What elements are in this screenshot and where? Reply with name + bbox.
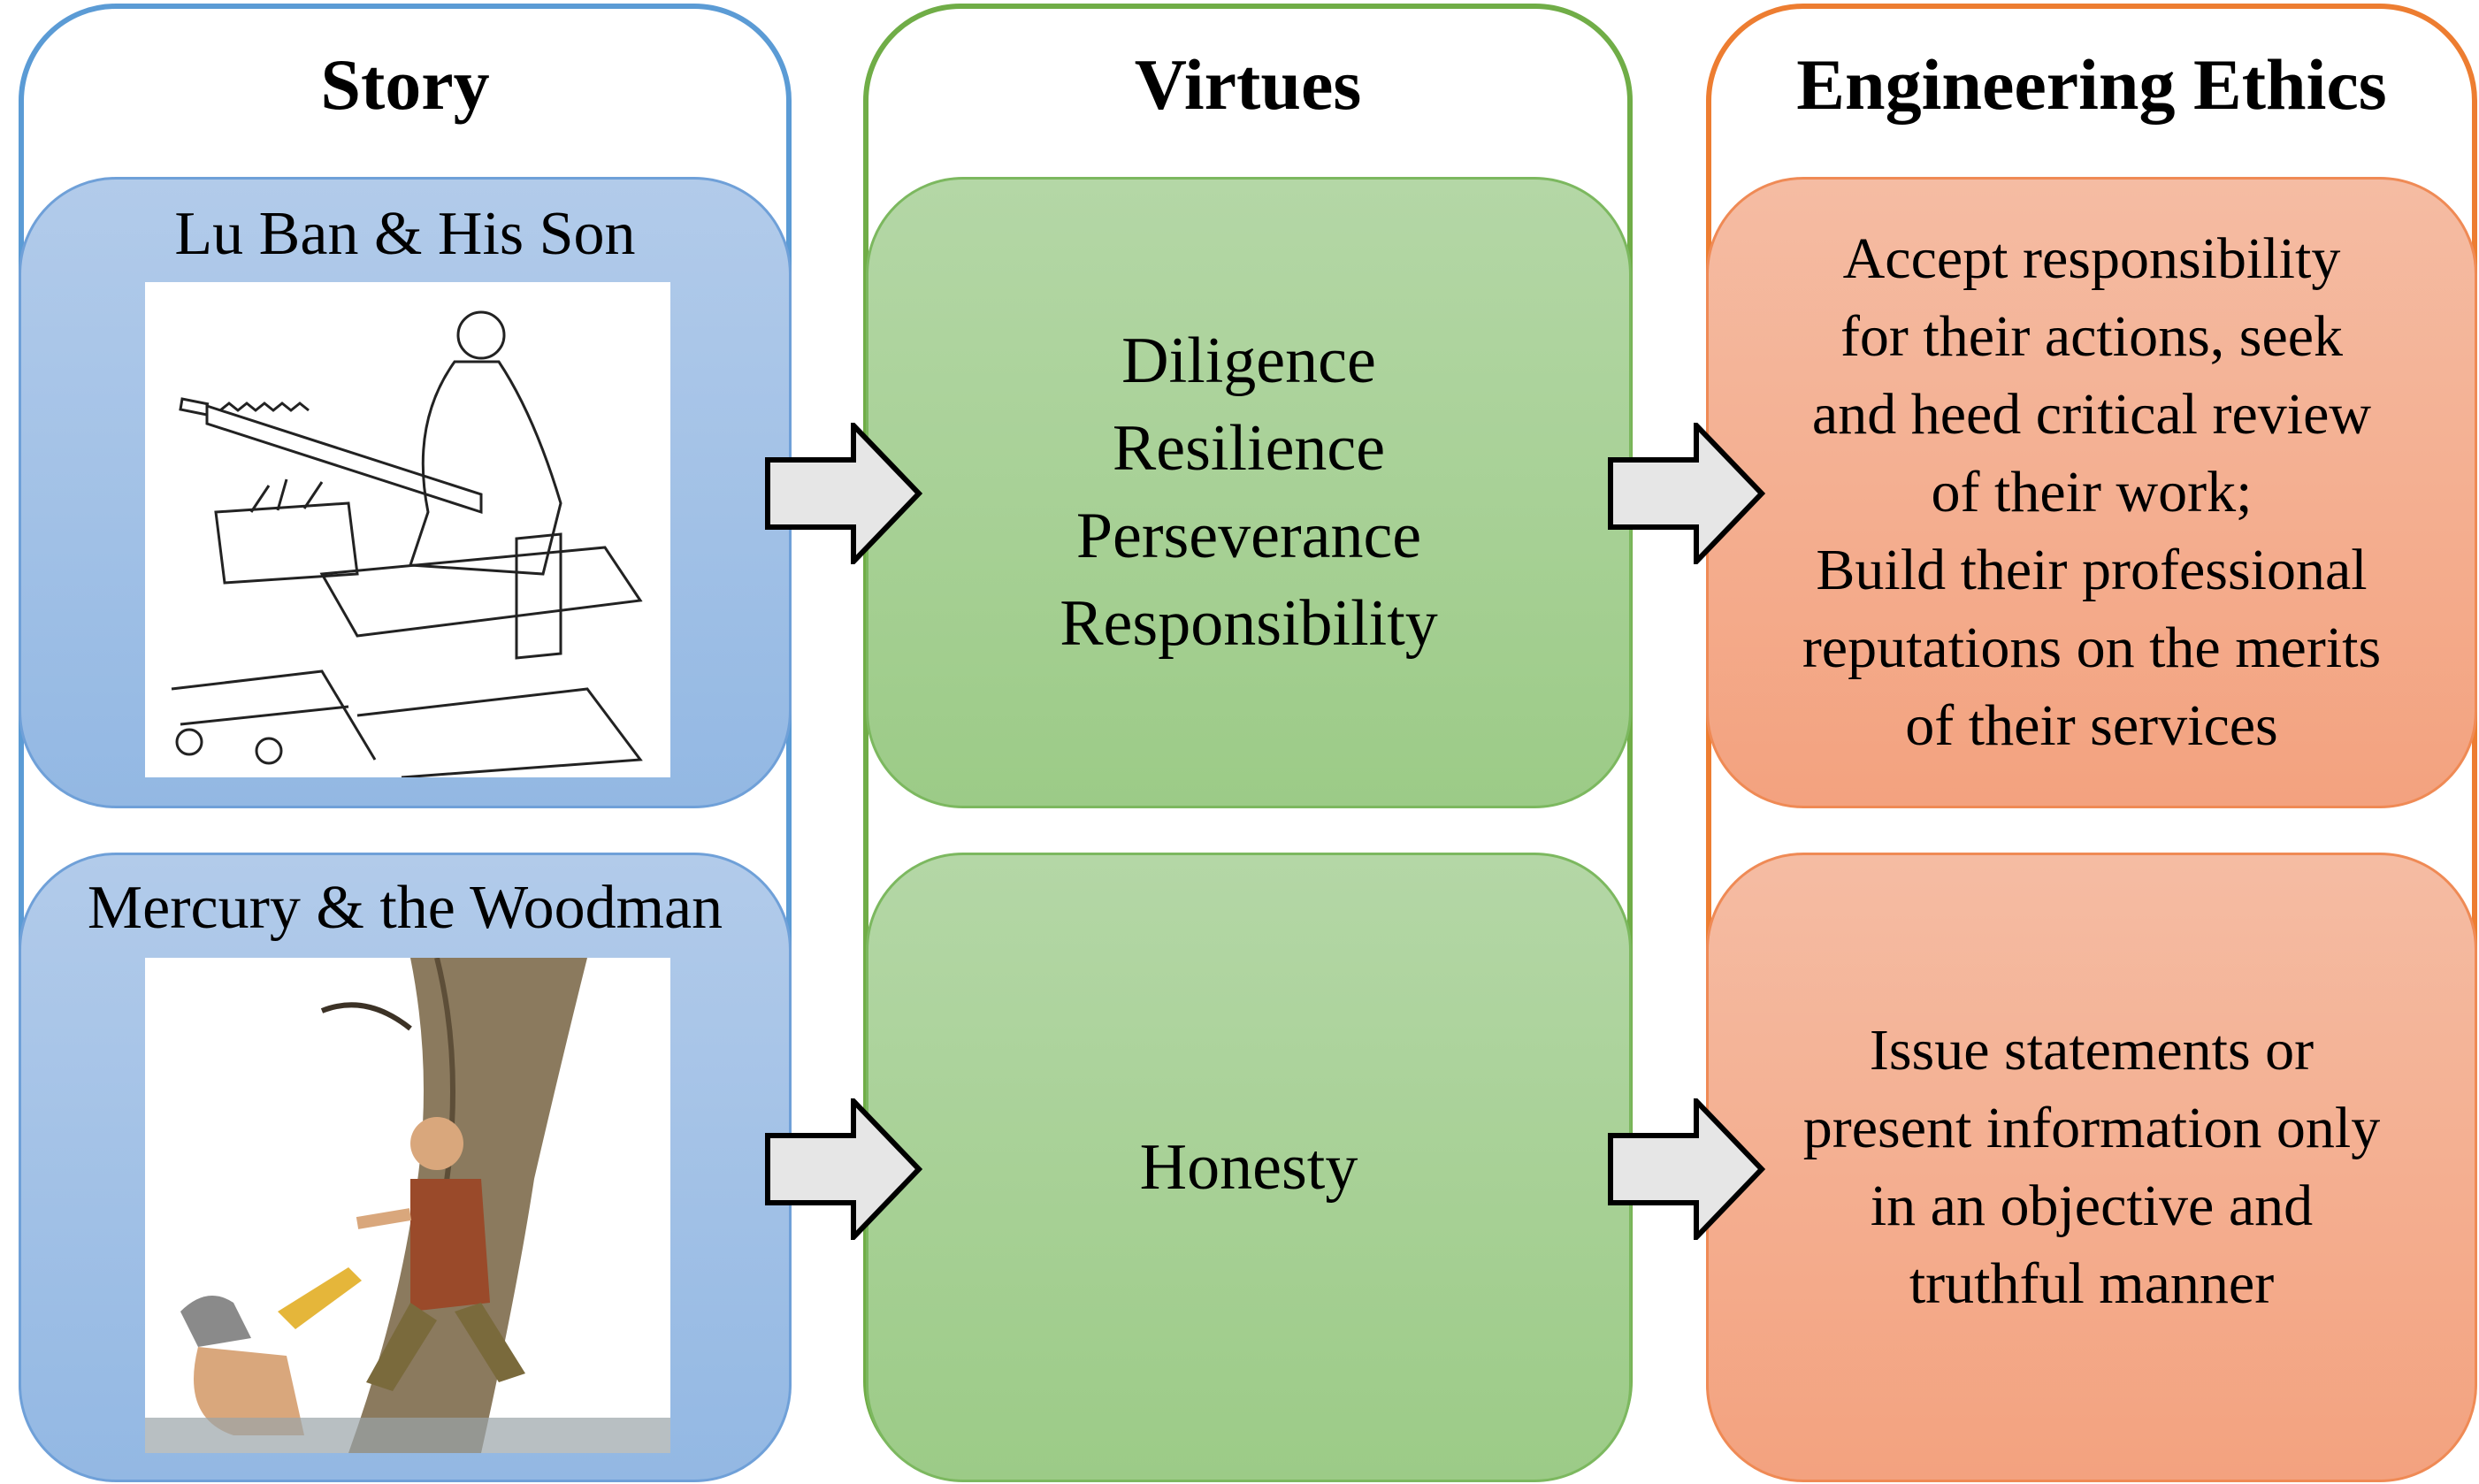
ethics-line: Accept responsibility — [1842, 226, 2341, 291]
virtues-list: Diligence Resilience Perseverance Respon… — [868, 180, 1629, 806]
ethics-line: for their actions, seek — [1840, 304, 2344, 369]
virtue-item: Perseverance — [1075, 500, 1422, 572]
arrow-right-icon — [765, 423, 922, 564]
ethics-box-honesty: Issue statements or present information … — [1706, 853, 2477, 1482]
virtue-item: Responsibility — [1060, 587, 1438, 660]
virtues-list: Honesty — [868, 855, 1629, 1480]
arrow-right-icon — [1608, 423, 1765, 564]
virtues-column-title: Virtues — [1134, 44, 1362, 125]
arrow-right-icon — [1608, 1098, 1765, 1240]
ethics-line: Build their professional — [1816, 538, 2368, 602]
ethics-statement: Issue statements or present information … — [1709, 855, 2475, 1480]
story-title: Lu Ban & His Son — [174, 200, 636, 268]
ethics-statement: Accept responsibility for their actions,… — [1709, 180, 2475, 806]
story-column-title: Story — [320, 44, 490, 125]
ethics-line: truthful manner — [1909, 1251, 2275, 1316]
ethics-line: Issue statements or — [1869, 1018, 2314, 1082]
virtue-item: Resilience — [1112, 412, 1386, 485]
ethics-line: present information only — [1802, 1096, 2381, 1160]
story-box-lu-ban: Lu Ban & His Son — [19, 177, 792, 808]
virtue-item: Honesty — [1139, 1130, 1358, 1204]
ethics-line: and heed critical review — [1811, 382, 2372, 447]
virtue-item: Diligence — [1121, 325, 1376, 397]
story-box-mercury: Mercury & the Woodman — [19, 853, 792, 1482]
ethics-column-title: Engineering Ethics — [1796, 44, 2387, 125]
mercury-woodman-illustration — [145, 957, 670, 1453]
ethics-line: reputations on the merits — [1802, 616, 2382, 680]
virtues-box-honesty: Honesty — [866, 853, 1632, 1482]
ethics-line: of their services — [1905, 693, 2278, 758]
lu-ban-illustration — [145, 282, 670, 779]
ethics-line: in an objective and — [1870, 1174, 2314, 1238]
story-title: Mercury & the Woodman — [87, 874, 723, 942]
ethics-line: of their work; — [1931, 460, 2253, 524]
virtues-box-diligence: Diligence Resilience Perseverance Respon… — [866, 177, 1632, 808]
ethics-box-responsibility: Accept responsibility for their actions,… — [1706, 177, 2477, 808]
arrow-right-icon — [765, 1098, 922, 1240]
